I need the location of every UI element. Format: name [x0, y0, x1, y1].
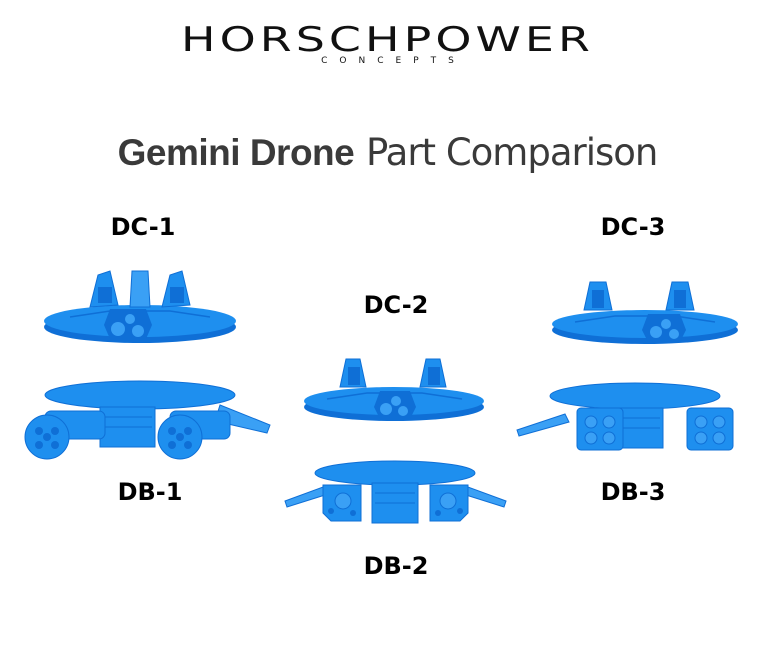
dc3-image — [552, 281, 738, 344]
page-title: Gemini Drone Part Comparison — [0, 130, 775, 176]
db3-image — [516, 382, 734, 451]
dc1-image — [44, 270, 236, 343]
label-dc1: DC-1 — [110, 213, 176, 241]
title-light: Part Comparison — [366, 131, 658, 174]
db1-image — [24, 380, 271, 460]
title-bold: Gemini Drone — [117, 132, 355, 173]
label-dc3: DC-3 — [600, 213, 666, 241]
label-db1: DB-1 — [117, 478, 183, 506]
brand-tagline: CONCEPTS — [321, 56, 466, 66]
brand-logo: HORSCHPOWER — [181, 20, 594, 60]
db2-image — [284, 460, 507, 524]
dc2-image — [304, 358, 484, 421]
label-db3: DB-3 — [600, 478, 666, 506]
label-dc2: DC-2 — [363, 291, 429, 319]
label-db2: DB-2 — [363, 552, 429, 580]
